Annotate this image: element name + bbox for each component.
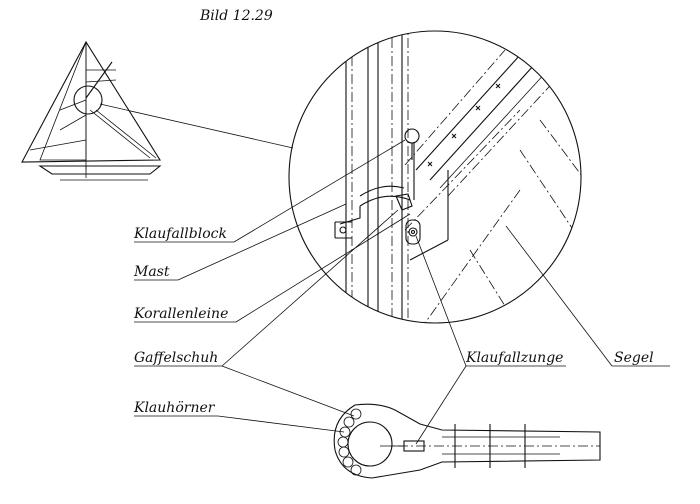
- klaufallzunge-shape: [405, 219, 421, 245]
- label-klaufallzunge: Klaufallzunge: [465, 350, 563, 366]
- label-klaufallblock: Klaufallblock: [133, 226, 227, 242]
- detail-circle: [288, 30, 582, 324]
- figure-title: Bild 12.29: [199, 8, 273, 24]
- klaufallblock-shape: [404, 128, 420, 144]
- label-klauhoerner: Klauhörner: [133, 400, 216, 416]
- boat-sketch: [21, 40, 162, 181]
- boat-detail-circle: [73, 85, 103, 115]
- label-gaffelschuh: Gaffelschuh: [134, 350, 218, 366]
- label-korallenleine: Korallenleine: [133, 306, 228, 322]
- gaff-jaw-detail: [333, 403, 601, 479]
- label-mast: Mast: [133, 264, 170, 280]
- gaff-rivets: [427, 83, 501, 167]
- label-segel: Segel: [614, 350, 654, 366]
